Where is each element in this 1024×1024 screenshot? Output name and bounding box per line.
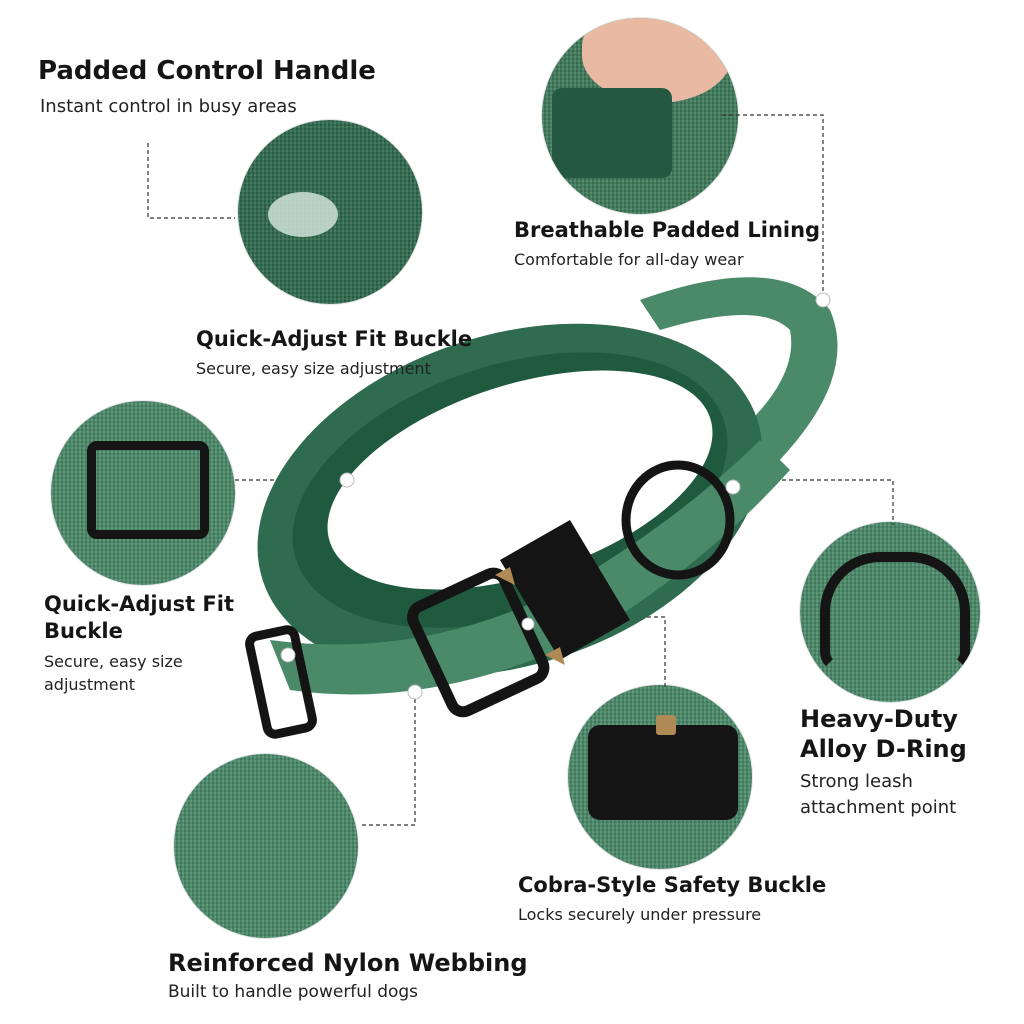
- connector-cobra: [640, 616, 666, 690]
- adjust-buckle-closeup: [51, 401, 235, 585]
- brass-latch: [656, 715, 676, 735]
- collar-opening: [327, 370, 713, 590]
- slide-buckle: [245, 625, 317, 739]
- brass-latches: [495, 567, 565, 665]
- padded-lining-closeup: [542, 18, 738, 214]
- hotspot-dots: [280, 292, 831, 700]
- feature-title-d-ring: Heavy-Duty Alloy D-Ring: [800, 705, 967, 763]
- d-ring: [621, 460, 735, 580]
- handle-fabric-closeup: [238, 120, 422, 304]
- feature-subtitle-fit-buckle-top: Secure, easy size adjustment: [196, 359, 431, 378]
- feature-title-cobra-buckle: Cobra-Style Safety Buckle: [518, 873, 827, 897]
- slide-buckle-image: [87, 441, 209, 539]
- cobra-buckle-closeup: [568, 685, 752, 869]
- cobra-buckle-body: [500, 520, 630, 660]
- feature-title-fit-buckle-left: Quick-Adjust Fit Buckle: [44, 592, 234, 644]
- connector-d-ring: [740, 479, 894, 525]
- d-ring-image: [820, 552, 970, 672]
- feature-subtitle-webbing: Built to handle powerful dogs: [168, 982, 419, 1002]
- connector-webbing: [360, 692, 416, 826]
- feature-subtitle-lining: Comfortable for all-day wear: [514, 250, 744, 269]
- feature-subtitle-d-ring: Strong leash attachment point: [800, 771, 957, 819]
- connector-lining: [722, 114, 824, 300]
- webbing-closeup: [174, 754, 358, 938]
- d-ring-closeup: [800, 522, 980, 702]
- feature-title-lining: Breathable Padded Lining: [514, 218, 821, 242]
- lining-fold: [552, 88, 672, 178]
- feature-subtitle-cobra-buckle: Locks securely under pressure: [518, 905, 762, 924]
- collar-handle: [640, 277, 838, 470]
- feature-title-webbing: Reinforced Nylon Webbing: [168, 949, 528, 977]
- connector-handle: [147, 143, 235, 219]
- cobra-buckle-image: [588, 725, 738, 820]
- feature-subtitle-handle: Instant control in busy areas: [40, 96, 297, 117]
- feature-title-fit-buckle-top: Quick-Adjust Fit Buckle: [196, 327, 473, 351]
- feature-title-handle: Padded Control Handle: [38, 56, 376, 86]
- fabric-highlight: [268, 192, 338, 237]
- feature-subtitle-fit-buckle-left: Secure, easy size adjustment: [44, 652, 183, 695]
